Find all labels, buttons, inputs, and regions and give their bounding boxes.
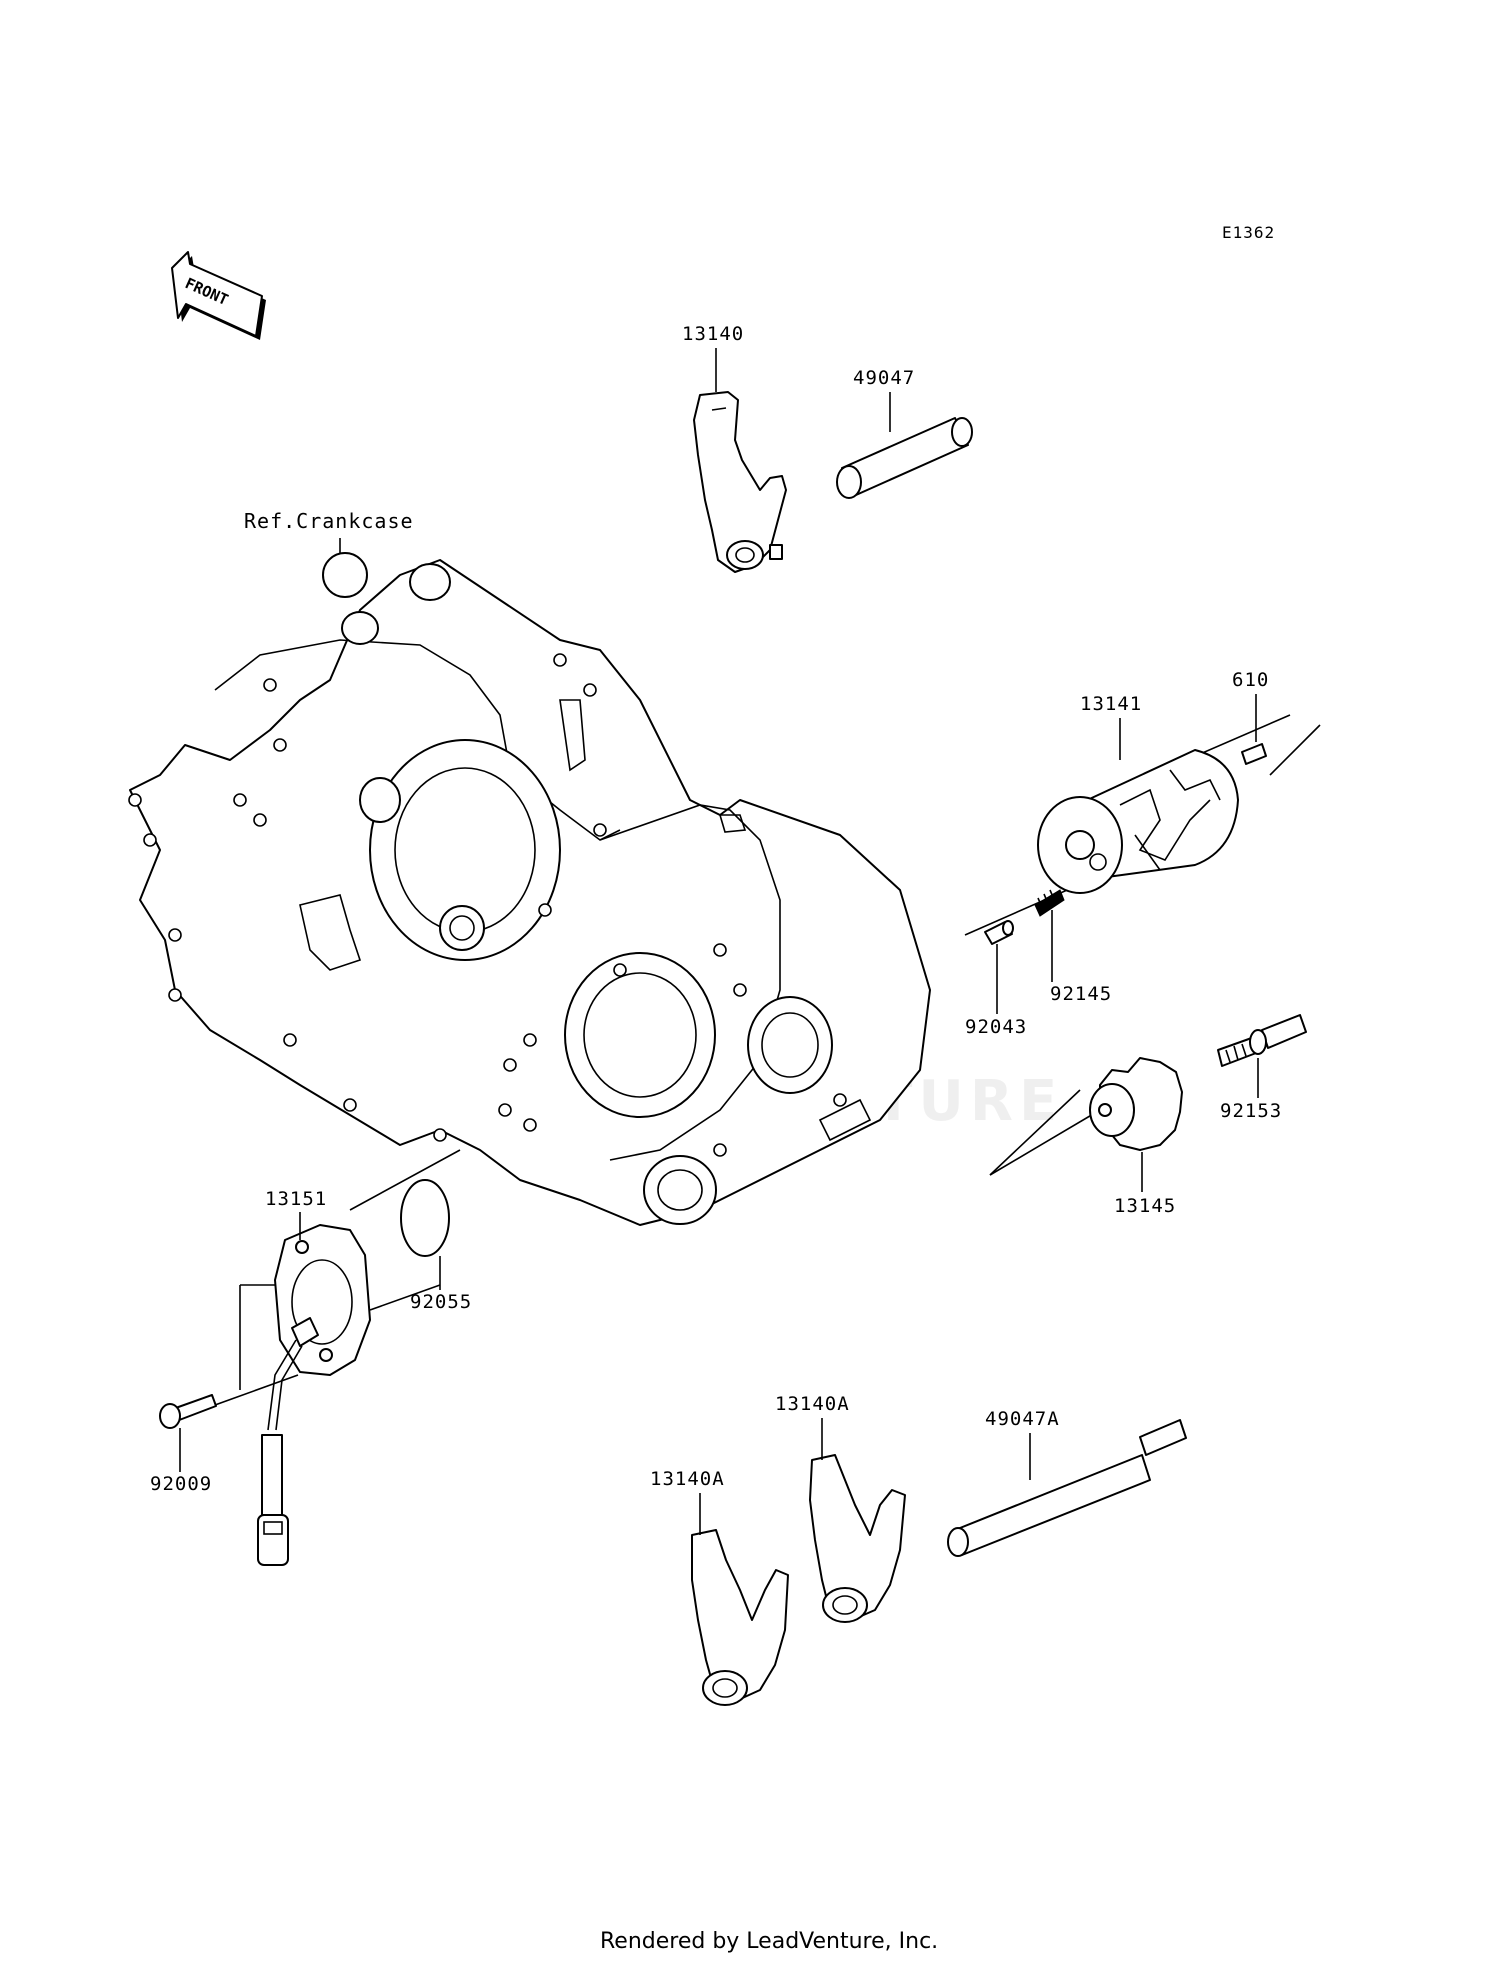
reference-label: Ref.Crankcase <box>244 509 414 533</box>
screw-92009 <box>159 1394 217 1429</box>
shift-drum-13141 <box>1037 749 1239 894</box>
part-label-13140: 13140 <box>682 323 744 345</box>
part-label-13151: 13151 <box>265 1188 327 1210</box>
shift-fork-13140A-lower <box>691 1529 789 1706</box>
pin-92043 <box>984 920 1014 945</box>
cam-plate-13145 <box>1089 1057 1183 1151</box>
front-arrow-icon: FRONT <box>171 251 266 340</box>
footer-credit: Rendered by LeadVenture, Inc. <box>600 1929 938 1954</box>
part-label-13140A-lower: 13140A <box>650 1468 725 1490</box>
part-label-49047: 49047 <box>853 367 915 389</box>
diagram-code: E1362 <box>1222 223 1275 242</box>
pin-610 <box>1241 743 1267 765</box>
shift-shaft-49047A <box>947 1419 1187 1557</box>
bolt-92153 <box>1217 1014 1307 1067</box>
gear-position-sensor-13151 <box>257 1224 371 1566</box>
part-label-13145: 13145 <box>1114 1195 1176 1217</box>
shift-fork-13140 <box>693 391 787 573</box>
part-label-13140A-upper: 13140A <box>775 1393 850 1415</box>
part-label-610: 610 <box>1232 669 1269 691</box>
part-label-92009: 92009 <box>150 1473 212 1495</box>
o-ring-92055 <box>400 1179 450 1257</box>
shift-fork-13140A-upper <box>809 1454 906 1623</box>
shift-shaft-49047 <box>836 417 973 499</box>
part-label-92055: 92055 <box>410 1291 472 1313</box>
assembly-lines <box>214 714 1321 1406</box>
part-label-92043: 92043 <box>965 1016 1027 1038</box>
spring-92145 <box>1034 889 1065 917</box>
crankcase <box>128 552 931 1226</box>
part-label-92153: 92153 <box>1220 1100 1282 1122</box>
part-label-92145: 92145 <box>1050 983 1112 1005</box>
part-label-13141: 13141 <box>1080 693 1142 715</box>
part-label-49047A: 49047A <box>985 1408 1060 1430</box>
